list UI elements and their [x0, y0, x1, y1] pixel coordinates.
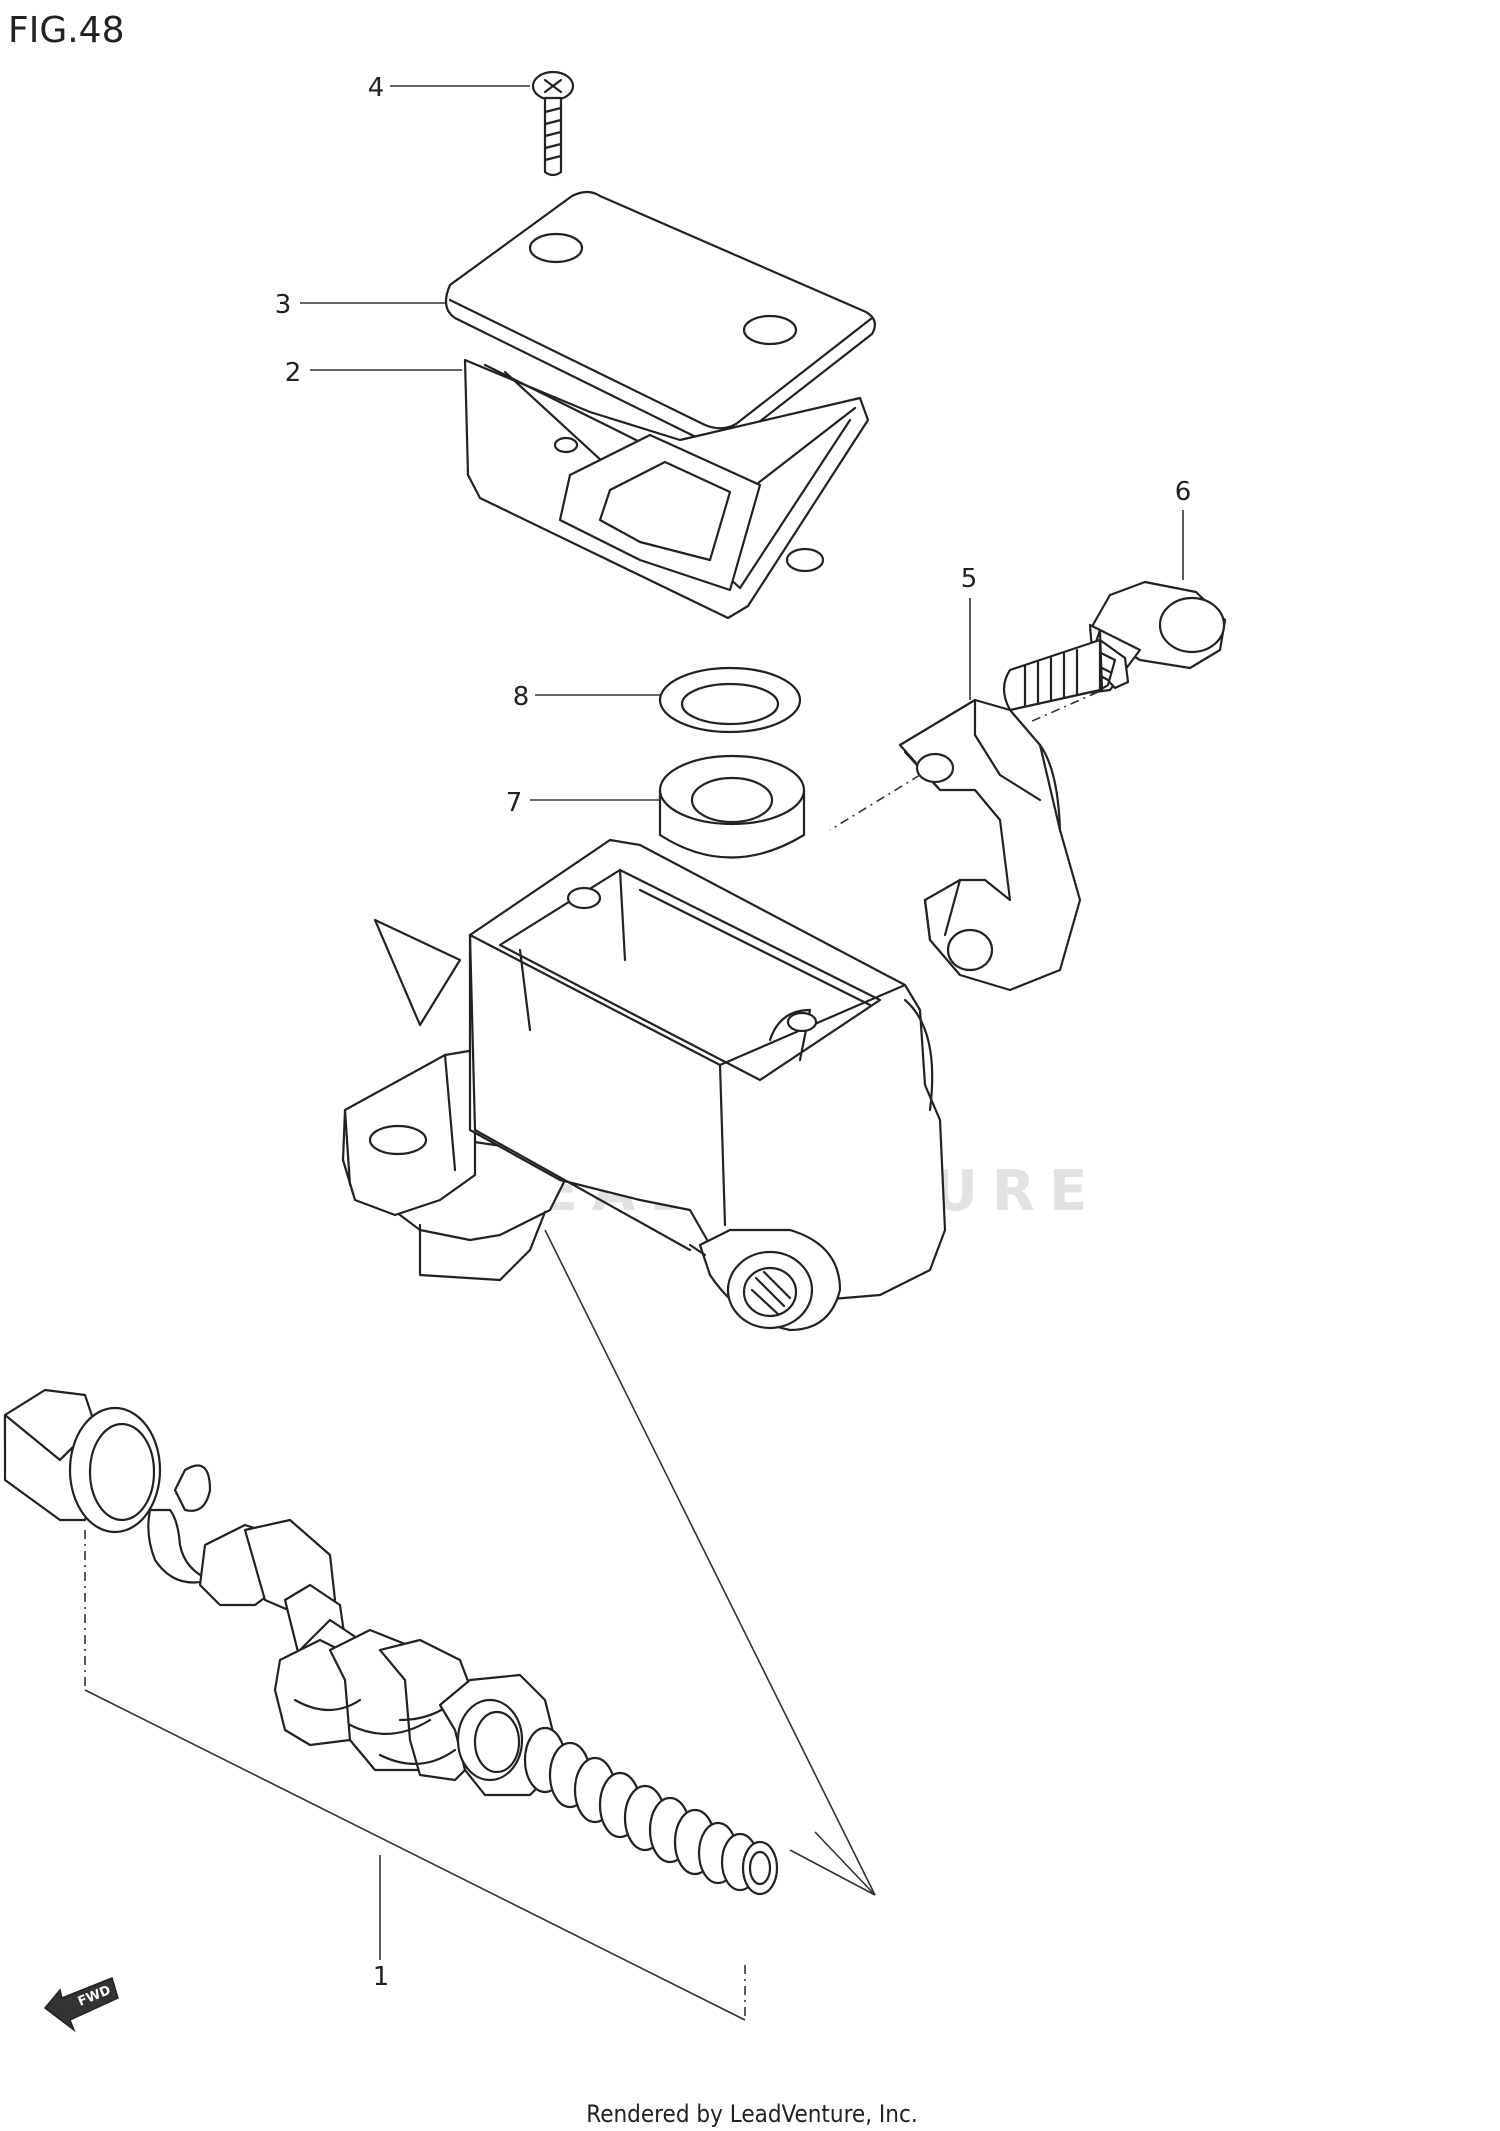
piston-kit [3, 1388, 779, 1896]
callout-5: 5 [961, 564, 978, 594]
part-4-screw [531, 70, 575, 177]
body-leader-line [544, 1229, 876, 1896]
callout-6: 6 [1175, 477, 1192, 507]
leader-lines [300, 85, 1184, 801]
master-cylinder-body [341, 838, 947, 1332]
part-6-bolt [1002, 580, 1227, 712]
callout-3: 3 [275, 290, 292, 320]
part-8-washer [658, 666, 802, 734]
fwd-arrow-icon: FWD [43, 1976, 119, 2033]
callout-8: 8 [513, 682, 530, 712]
footer-credit: Rendered by LeadVenture, Inc. [586, 2100, 917, 2128]
mount-triangle-mark [373, 918, 462, 1027]
part-5-holder [898, 698, 1082, 992]
callout-4: 4 [368, 73, 385, 103]
holder-axis-line [829, 774, 921, 831]
spring [523, 1726, 779, 1896]
figure-label: FIG.48 [8, 10, 124, 51]
callout-2: 2 [285, 358, 302, 388]
callout-7: 7 [506, 788, 523, 818]
part-3-cap [444, 190, 877, 448]
part-1-set-bracket [84, 1530, 746, 2021]
part-2-diaphragm [463, 358, 870, 620]
callout-1: 1 [373, 1962, 390, 1992]
part-7-boot [658, 754, 806, 859]
body-leader-arrow [789, 1831, 876, 1896]
